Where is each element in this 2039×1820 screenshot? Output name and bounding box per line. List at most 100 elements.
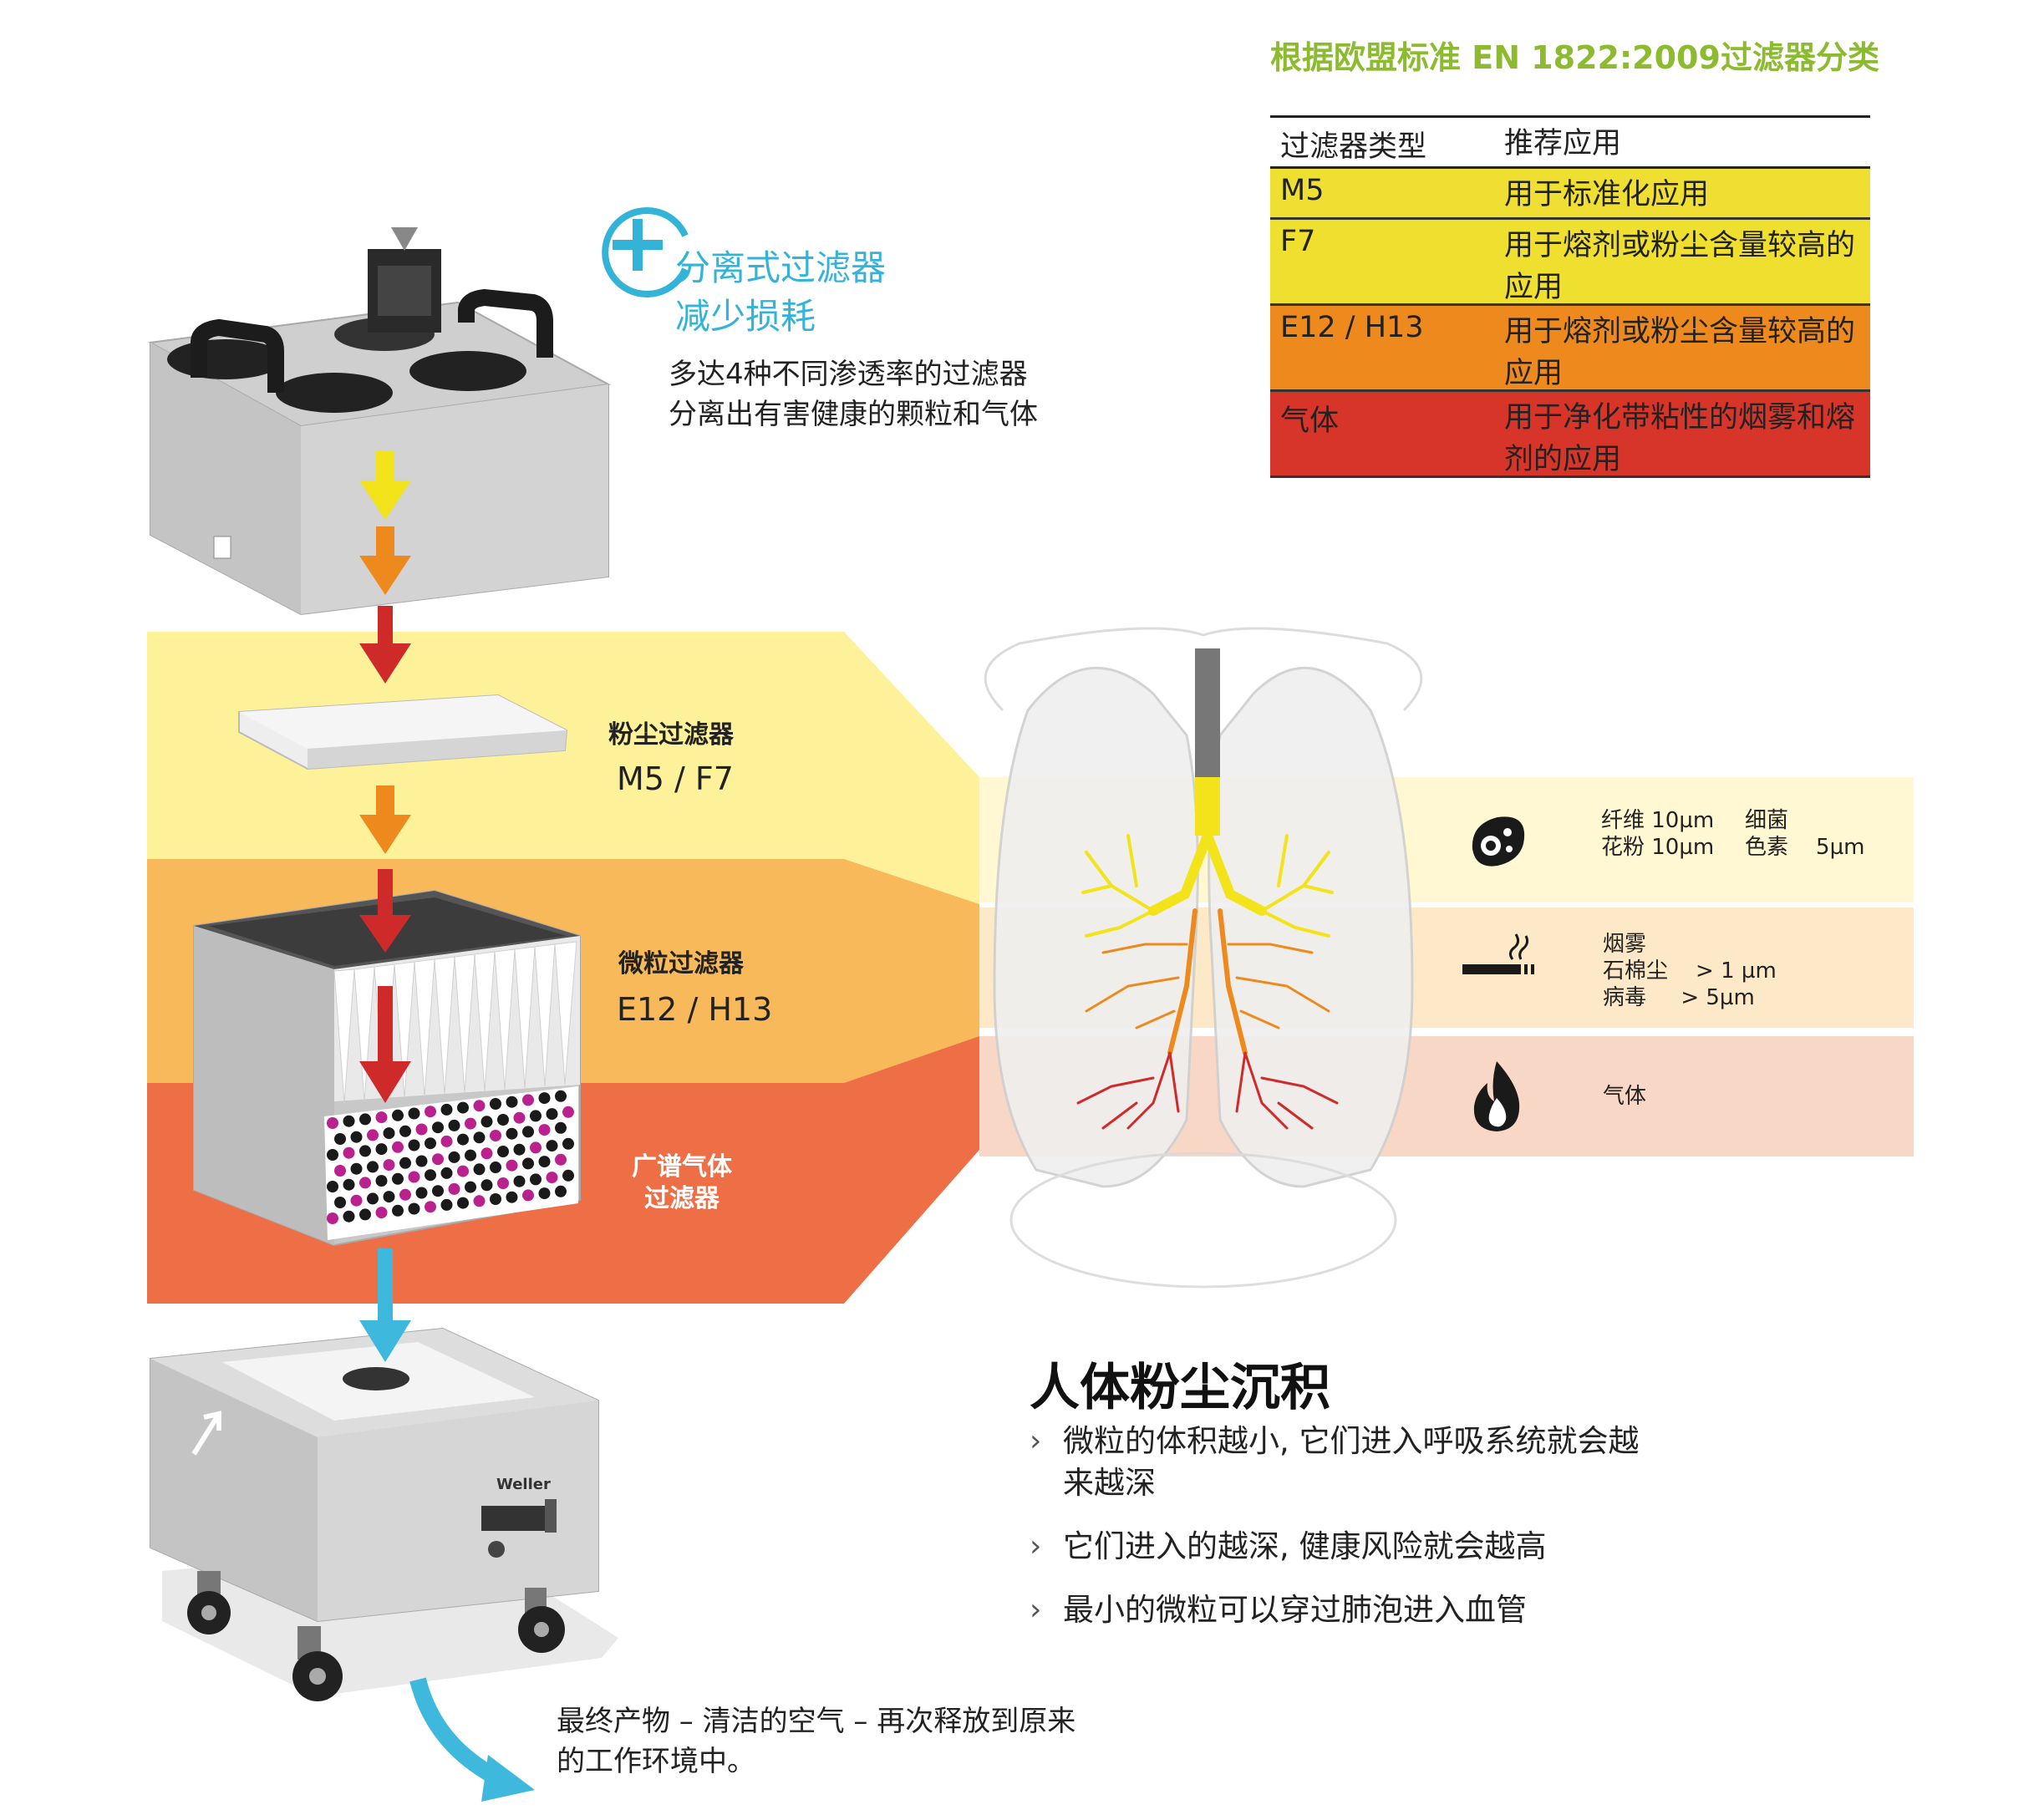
filter-granule: [432, 1153, 444, 1166]
filter-granule: [408, 1171, 420, 1183]
filter-type: E12 / H13: [1280, 311, 1424, 344]
filter-granule: [546, 1140, 558, 1152]
filter-granule: [408, 1139, 420, 1151]
filter-granule: [432, 1185, 444, 1197]
filter-granule: [465, 1117, 476, 1130]
table-row: 气体 用于净化带粘性的烟雾和熔剂的应用: [1270, 392, 1870, 478]
filter-granule: [555, 1090, 567, 1102]
filter-granule: [359, 1113, 371, 1126]
gas-filter-label: 广谱气体 过滤器: [632, 1151, 732, 1215]
filter-granule: [497, 1146, 509, 1157]
filter-granule: [506, 1191, 518, 1203]
particle-filter-code: E12 / H13: [617, 991, 773, 1028]
filter-granule: [375, 1175, 388, 1187]
filter-granule: [522, 1157, 534, 1170]
filter-granule: [538, 1187, 551, 1200]
filter-granule: [359, 1177, 371, 1189]
particle-filter-label: 微粒过滤器: [618, 949, 744, 979]
filter-granule: [383, 1127, 395, 1140]
filter-granule: [399, 1157, 411, 1169]
filter-granule: [490, 1162, 501, 1173]
filter-granule: [530, 1173, 542, 1186]
filter-granule: [513, 1175, 526, 1187]
separator-desc1: 多达4种不同渗透率的过滤器: [669, 358, 1028, 391]
filter-granule: [359, 1145, 371, 1157]
filter-granule: [506, 1159, 518, 1172]
filter-granule: [546, 1108, 558, 1121]
filter-granule: [457, 1197, 469, 1209]
filter-granule: [392, 1109, 404, 1121]
filter-granule: [490, 1193, 501, 1205]
standard-title: 根据欧盟标准 EN 1822:2009过滤器分类: [1270, 39, 1879, 76]
filter-granule: [473, 1100, 486, 1112]
filter-granule: [392, 1141, 404, 1153]
filter-granule: [415, 1155, 428, 1167]
filter-granule: [473, 1131, 486, 1144]
bullet-text: 最小的微粒可以穿过肺泡进入血管: [1063, 1592, 1527, 1628]
flame-icon: [1467, 1060, 1526, 1138]
dust-filter-label: 粉尘过滤器: [608, 720, 734, 750]
separator-description: 多达4种不同渗透率的过滤器 分离出有害健康的颗粒和气体: [669, 354, 1038, 435]
filter-granule: [490, 1130, 501, 1141]
table-row: M5 用于标准化应用: [1270, 169, 1870, 220]
filter-granule: [481, 1147, 493, 1160]
deposition-bullets: › 微粒的体积越小, 它们进入呼吸系统就会越来越深 › 它们进入的越深, 健康风…: [1030, 1421, 1665, 1653]
bio-particles-col2: 细菌 色素 5µm: [1745, 808, 1865, 860]
filter-granule: [440, 1198, 453, 1211]
filter-granule: [481, 1179, 493, 1192]
filter-granule: [350, 1131, 363, 1143]
table-header: 过滤器类型 推荐应用: [1270, 115, 1870, 169]
device-brand-logo: Weller: [496, 1476, 551, 1493]
chevron-right-icon: ›: [1030, 1593, 1042, 1627]
filter-granule: [538, 1156, 551, 1168]
filter-granule: [383, 1191, 395, 1203]
filter-granule: [473, 1163, 486, 1176]
chevron-right-icon: ›: [1030, 1424, 1042, 1458]
filter-granule: [538, 1092, 551, 1105]
filter-granule: [562, 1169, 574, 1182]
filter-granule: [425, 1201, 436, 1213]
filter-granule: [513, 1111, 526, 1124]
gas-filter-label-2: 过滤器: [644, 1184, 719, 1213]
filter-granule: [432, 1121, 444, 1134]
filter-granule: [327, 1212, 338, 1224]
separator-desc2: 分离出有害健康的颗粒和气体: [669, 398, 1038, 431]
filter-granule: [497, 1177, 509, 1189]
filter-granule: [367, 1192, 379, 1205]
filter-granule: [457, 1101, 469, 1114]
filter-granule: [473, 1195, 486, 1207]
filter-granule: [425, 1137, 436, 1150]
separator-line1: 分离式过滤器: [675, 247, 887, 288]
dust-filter-band: [147, 632, 979, 904]
filter-granule: [327, 1181, 338, 1192]
separator-line2: 减少损耗: [675, 296, 816, 337]
filter-classification-table: 过滤器类型 推荐应用 M5 用于标准化应用 F7 用于熔剂或粉尘含量较高的应用 …: [1270, 115, 1870, 478]
recommended-use: 用于熔剂或粉尘含量较高的应用: [1504, 315, 1856, 390]
filter-granule: [538, 1124, 551, 1136]
filter-granule: [392, 1204, 404, 1217]
table-row: F7 用于熔剂或粉尘含量较高的应用: [1270, 220, 1870, 306]
dust-filter-plate: [238, 694, 568, 770]
deposition-title: 人体粉尘沉积: [1030, 1359, 1330, 1417]
filter-granule: [375, 1143, 388, 1156]
filter-granule: [522, 1126, 534, 1138]
filter-granule: [546, 1172, 558, 1184]
filter-granule: [334, 1165, 346, 1177]
filter-granule: [562, 1137, 574, 1150]
filter-granule: [465, 1181, 476, 1193]
filter-type: M5: [1280, 174, 1325, 207]
bio-particles-col1: 纤维 10µm 花粉 10µm: [1601, 808, 1715, 860]
separator-heading: 分离式过滤器 减少损耗: [675, 244, 886, 341]
gas-particles: 气体: [1603, 1084, 1647, 1109]
filter-granule: [562, 1106, 574, 1118]
filter-granule: [497, 1114, 509, 1126]
header-filter-type: 过滤器类型: [1280, 130, 1427, 164]
filter-granule: [350, 1162, 363, 1175]
bullet-text: 微粒的体积越小, 它们进入呼吸系统就会越来越深: [1063, 1423, 1640, 1501]
filter-granule: [375, 1111, 388, 1124]
filter-granule: [506, 1127, 518, 1140]
filter-granule: [448, 1151, 460, 1163]
filter-granule: [399, 1125, 411, 1137]
recommended-use: 用于熔剂或粉尘含量较高的应用: [1504, 229, 1856, 304]
